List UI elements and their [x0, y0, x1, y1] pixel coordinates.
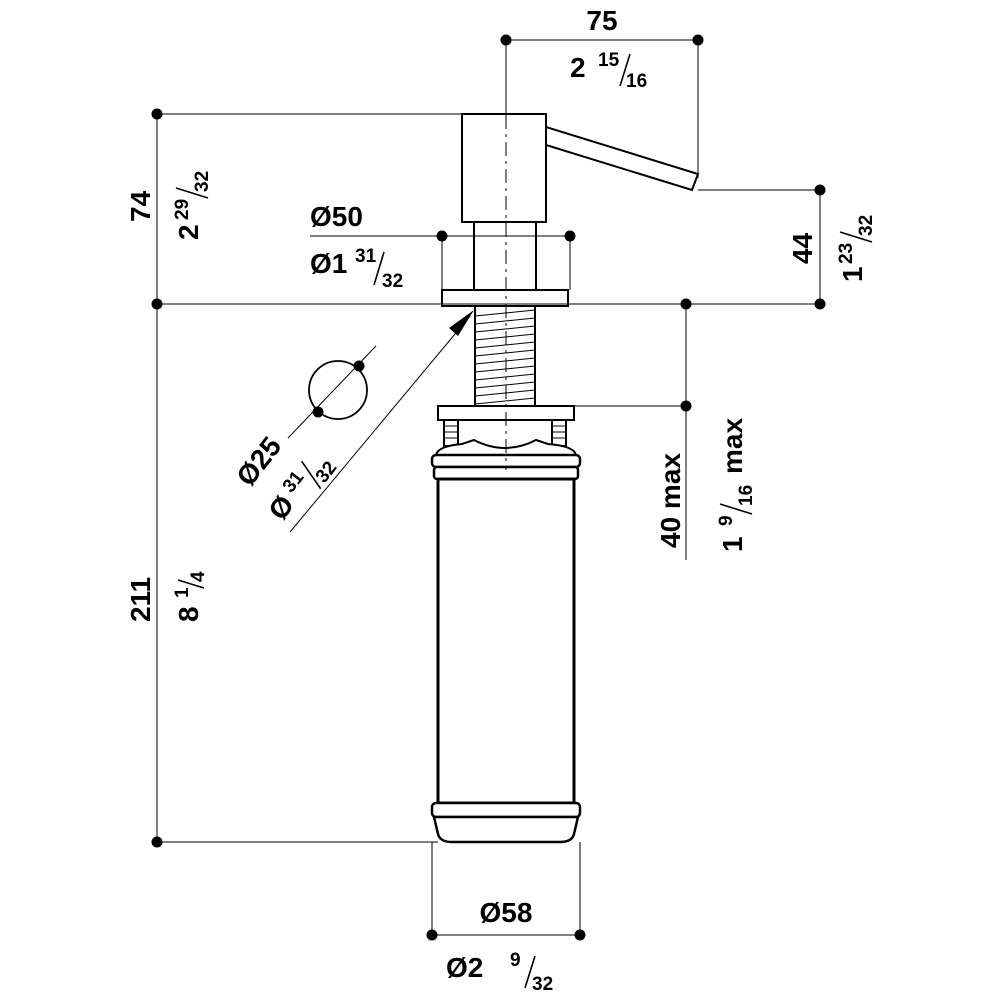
bottle-diameter-mm: Ø58 — [480, 897, 533, 928]
bottle-length-mm: 211 — [125, 577, 156, 622]
bottle-diameter-inch-num: 9 — [510, 950, 521, 971]
flange-diameter-inch-whole: Ø1 — [310, 248, 347, 279]
bottle-length-inch-den: 4 — [188, 571, 209, 582]
flange-diameter-inch-den: 32 — [382, 271, 403, 292]
max-thickness-inch-suffix: max — [717, 418, 748, 474]
top-width-mm: 75 — [586, 5, 617, 36]
max-thickness-mm: 40 max — [655, 453, 686, 548]
head-height-mm: 74 — [125, 190, 156, 222]
spout-height-inch-den: 32 — [856, 215, 877, 236]
neck — [473, 221, 537, 293]
flange-diameter-inch-num: 31 — [355, 246, 377, 267]
spout-height-inch-whole: 1 — [837, 266, 868, 282]
top-width-inch-den: 16 — [626, 71, 647, 92]
clamp-screws — [443, 419, 567, 447]
spout-height-inch-num: 23 — [836, 243, 857, 264]
spout-height-mm: 44 — [787, 232, 818, 264]
thread-lines — [474, 309, 536, 405]
head-height-inch-den: 32 — [192, 171, 213, 192]
dim-spout-height: 44 1 23 32 — [698, 184, 877, 310]
dispenser-outline — [430, 88, 700, 844]
dim-bottle-diameter: Ø58 Ø2 9 32 — [426, 842, 586, 995]
dim-top-width: 75 2 15 16 — [500, 5, 704, 178]
bottle-body — [436, 477, 576, 805]
hole-arrowhead — [449, 310, 474, 336]
top-width-inch-whole: 2 — [570, 52, 586, 83]
max-thickness-inch-den: 16 — [736, 485, 757, 506]
bottle-length-inch-whole: 8 — [173, 606, 204, 622]
spout — [545, 125, 700, 192]
dim-max-thickness: 40 max 1 9 16 max — [574, 304, 757, 560]
dim-bottle-length: 211 8 1 4 — [125, 571, 438, 848]
top-width-inch-num: 15 — [598, 50, 620, 71]
hole-diameter-inch-num: 31 — [279, 467, 309, 497]
head-height-inch-num: 29 — [172, 199, 193, 220]
bottle-diameter-inch-den: 32 — [532, 974, 553, 995]
pump-head — [461, 113, 547, 223]
max-thickness-inch-num: 9 — [716, 515, 737, 526]
bottle-diameter-inch-whole: Ø2 — [446, 952, 483, 983]
dim-flange-diameter: Ø50 Ø1 31 32 — [310, 201, 576, 292]
bottle-length-inch-num: 1 — [172, 587, 193, 598]
flange-diameter-mm: Ø50 — [310, 201, 363, 232]
hole-symbol — [308, 360, 368, 420]
max-thickness-inch-whole: 1 — [717, 536, 748, 552]
bottle-bottom — [432, 815, 580, 844]
bottle-collar — [434, 438, 578, 456]
head-height-inch-whole: 2 — [173, 224, 204, 240]
bottle-bottom-ring — [430, 801, 582, 819]
